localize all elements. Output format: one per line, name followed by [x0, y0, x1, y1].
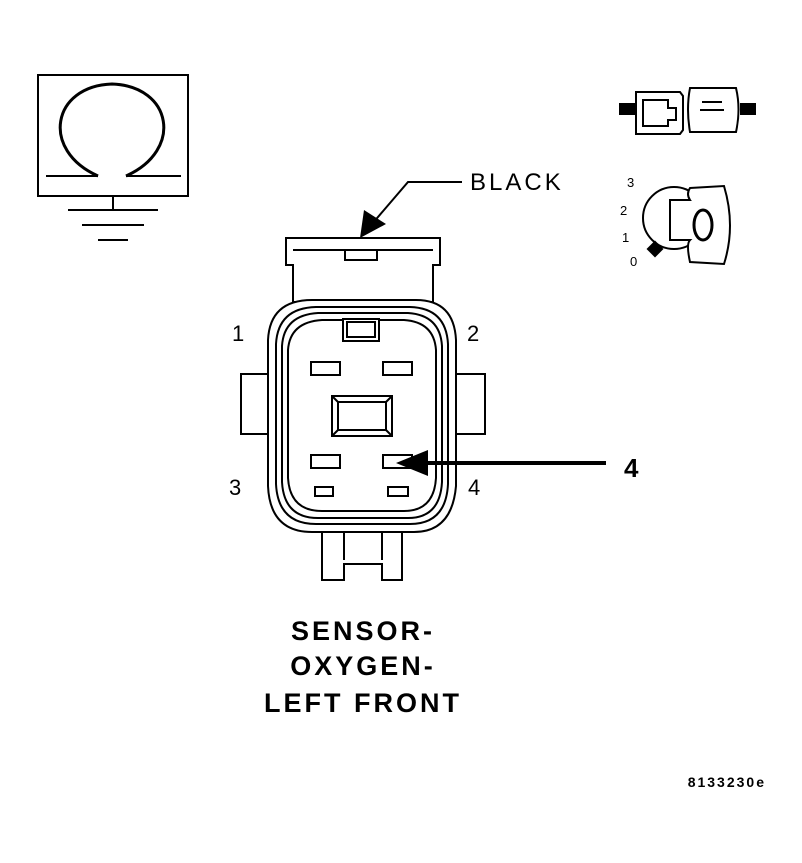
ignition-position-2: 2: [620, 203, 627, 218]
component-title-line-2: OXYGEN-: [290, 651, 436, 681]
ignition-position-0: 0: [630, 254, 637, 269]
wire-color-leader: [360, 181, 462, 238]
connector-body: [240, 237, 486, 581]
pin-label-4: 4: [468, 475, 480, 500]
wire-color-label: BLACK: [470, 169, 564, 196]
ignition-position-3: 3: [627, 175, 634, 190]
pin-label-1: 1: [232, 321, 244, 346]
pin-callout-number: 4: [624, 453, 639, 483]
connector-disconnect-icon: [619, 87, 756, 135]
ohmmeter-ground-icon: [37, 74, 189, 241]
pin-label-2: 2: [467, 321, 479, 346]
pin-label-3: 3: [229, 475, 241, 500]
ignition-position-1: 1: [622, 230, 629, 245]
figure-id: 8133230e: [688, 774, 766, 790]
component-title-line-1: SENSOR-: [291, 616, 435, 646]
ignition-key-off-icon: [642, 184, 731, 266]
pin-4-arrow: [396, 450, 606, 476]
component-title-line-3: LEFT FRONT: [264, 688, 462, 718]
